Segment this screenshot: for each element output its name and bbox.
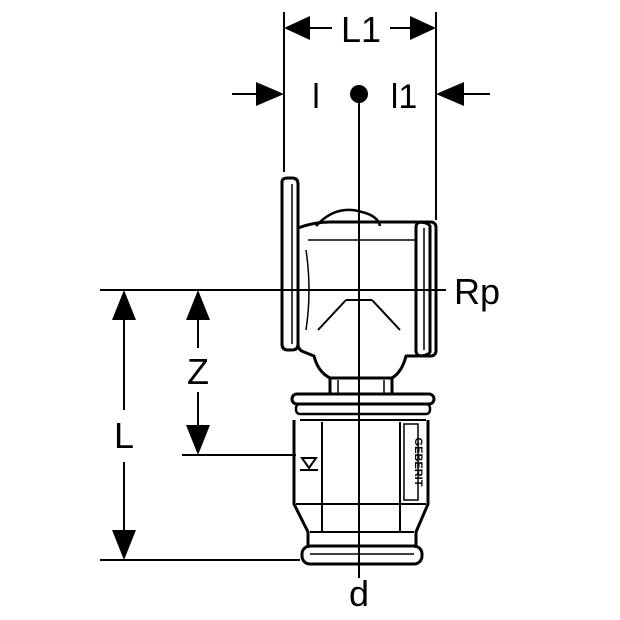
press-sleeve [292,420,430,548]
inner-contour-side [305,249,310,331]
arrowhead-right [410,16,436,40]
brand-text: GEBERIT [412,438,424,487]
label-l: l [312,78,320,116]
collar-ring-1 [290,392,436,406]
label-L: L [114,415,134,456]
dimension-L1: L1 [283,9,437,220]
dimension-Z: Z [182,290,296,456]
brand-box [403,423,419,501]
dimension-L: L [100,290,300,561]
indicator-marker [300,457,318,471]
dimension-l-l1: l l1 [232,78,490,116]
arrowhead-L-top [112,290,136,320]
elbow-body [296,220,432,380]
elbow-dome [315,208,382,227]
label-Z: Z [187,351,209,392]
neck [328,378,394,394]
arrowhead-Z-bottom [186,425,210,455]
bottom-cap [300,544,424,566]
fitting-body [280,176,438,566]
indicator-triangle [300,457,318,470]
rp-outlet [414,220,438,358]
arrowhead-l1 [436,82,464,106]
arrowhead-L-bottom [112,530,136,560]
arrowhead-left [284,16,310,40]
label-Rp: Rp [454,271,500,312]
brand-label: GEBERIT [403,423,424,501]
collar-ring-2 [294,402,432,416]
wall-plate [280,176,300,352]
arrowhead-Z-top [186,290,210,320]
label-L1: L1 [341,9,381,50]
arrowhead-l [256,82,284,106]
label-l1: l1 [391,78,417,116]
label-d: d [349,573,369,614]
inner-contour-cross [317,299,401,331]
